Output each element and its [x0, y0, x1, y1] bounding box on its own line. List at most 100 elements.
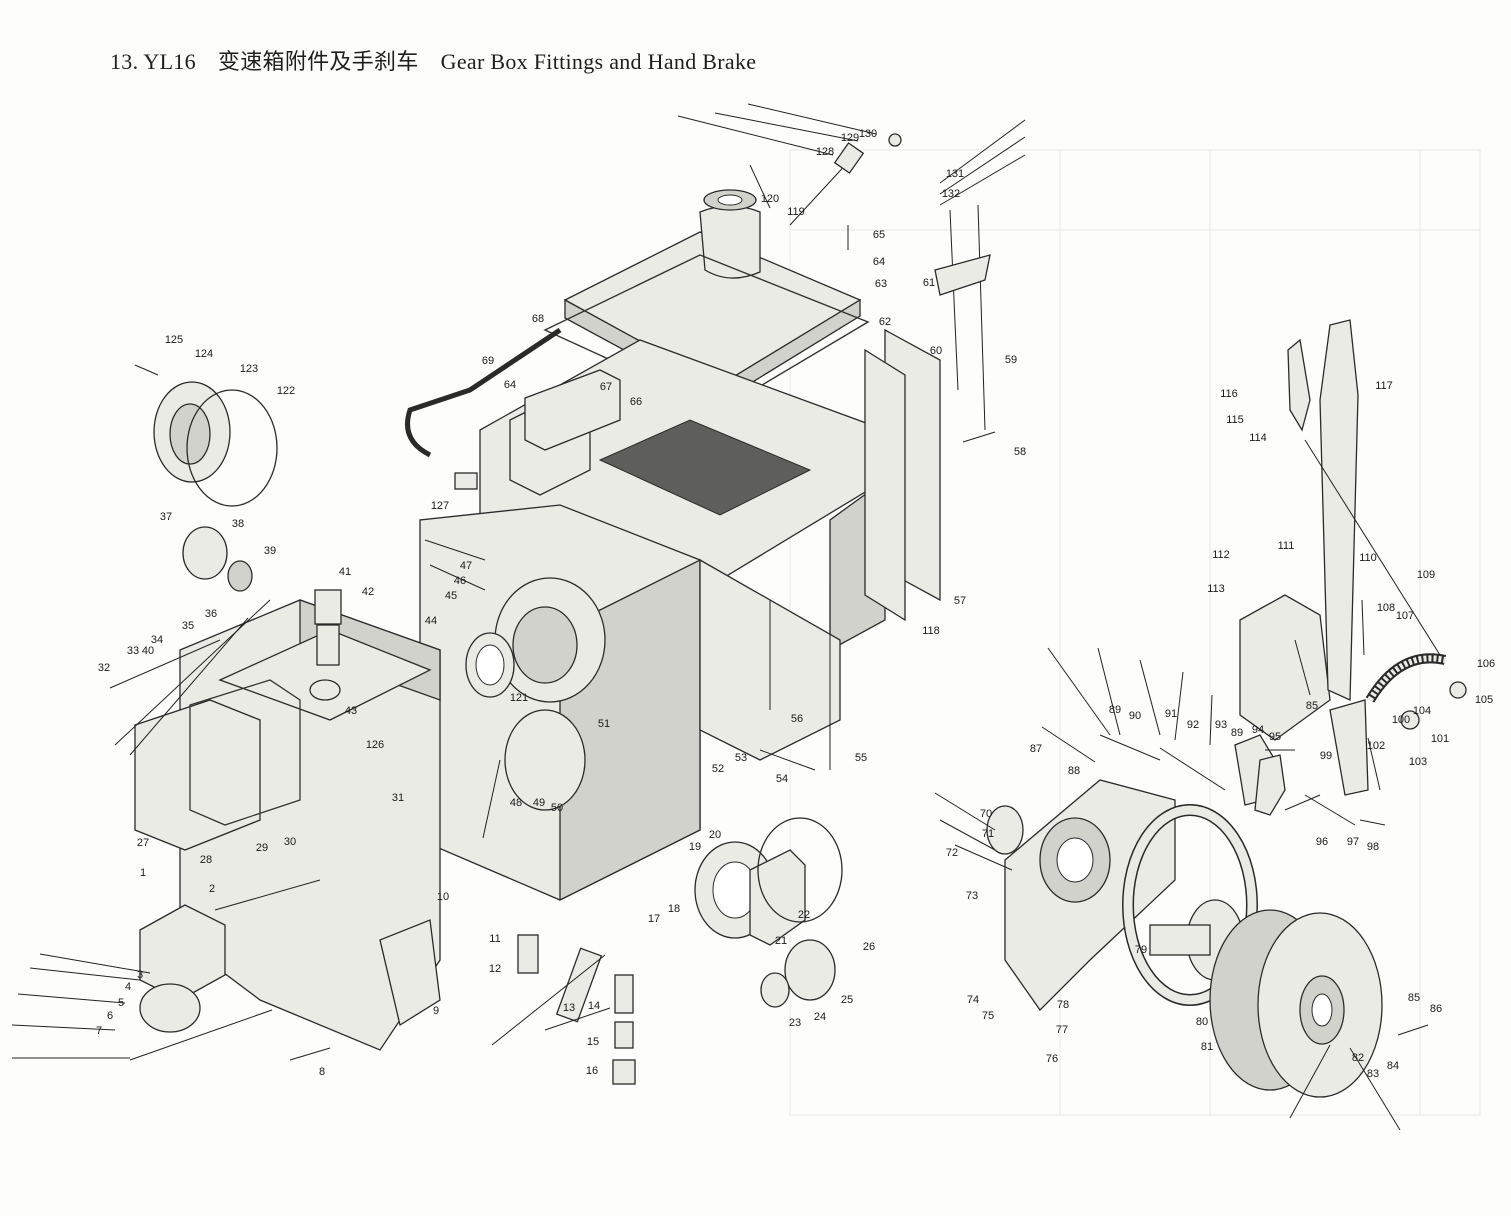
callout-102: 102 [1367, 740, 1385, 752]
callout-86: 86 [1430, 1003, 1442, 1015]
callout-67: 67 [600, 381, 612, 393]
callout-2: 2 [209, 883, 215, 895]
callout-88: 88 [1068, 765, 1080, 777]
callout-123: 123 [240, 363, 258, 375]
callout-112: 112 [1212, 549, 1230, 561]
callout-31: 31 [392, 792, 404, 804]
callout-22: 22 [798, 909, 810, 921]
callout-80: 80 [1196, 1016, 1208, 1028]
callout-97: 97 [1347, 836, 1359, 848]
callout-55: 55 [855, 752, 867, 764]
callout-9: 9 [433, 1005, 439, 1017]
callout-10: 10 [437, 891, 449, 903]
callout-83: 83 [1367, 1068, 1379, 1080]
callout-71: 71 [982, 828, 994, 840]
callout-29: 29 [256, 842, 268, 854]
callout-7: 7 [96, 1025, 102, 1037]
callout-85: 85 [1306, 700, 1318, 712]
callout-130: 130 [859, 128, 877, 140]
callout-52: 52 [712, 763, 724, 775]
leader-lines [11, 103, 1401, 1131]
callout-100: 100 [1392, 714, 1410, 726]
callout-14: 14 [588, 1000, 600, 1012]
callout-57: 57 [954, 595, 966, 607]
callout-62: 62 [879, 316, 891, 328]
callout-35: 35 [182, 620, 194, 632]
callout-121: 121 [510, 692, 528, 704]
callout-42: 42 [362, 586, 374, 598]
callout-90: 90 [1129, 710, 1141, 722]
callout-56: 56 [791, 713, 803, 725]
callout-82: 82 [1352, 1052, 1364, 1064]
callout-93: 93 [1215, 719, 1227, 731]
callout-117: 117 [1375, 380, 1393, 392]
callout-46: 46 [454, 575, 466, 587]
callout-89: 89 [1231, 727, 1243, 739]
callout-89: 89 [1109, 704, 1121, 716]
callout-63: 63 [875, 278, 887, 290]
callout-95: 95 [1269, 731, 1281, 743]
callout-37: 37 [160, 511, 172, 523]
callout-50: 50 [551, 802, 563, 814]
callout-64: 64 [873, 256, 885, 268]
callout-77: 77 [1056, 1024, 1068, 1036]
callout-105: 105 [1475, 694, 1493, 706]
callout-115: 115 [1226, 414, 1244, 426]
callout-32: 32 [98, 662, 110, 674]
callout-18: 18 [668, 903, 680, 915]
callout-66: 66 [630, 396, 642, 408]
callout-6: 6 [107, 1010, 113, 1022]
callout-24: 24 [814, 1011, 826, 1023]
callout-72: 72 [946, 847, 958, 859]
callout-76: 76 [1046, 1053, 1058, 1065]
callout-19: 19 [689, 841, 701, 853]
callout-39: 39 [264, 545, 276, 557]
callout-65: 65 [873, 229, 885, 241]
callout-26: 26 [863, 941, 875, 953]
callout-16: 16 [586, 1065, 598, 1077]
callout-109: 109 [1417, 569, 1435, 581]
title-number: 13. YL16 [110, 49, 196, 74]
callout-111: 111 [1278, 540, 1295, 552]
callout-94: 94 [1252, 724, 1264, 736]
callout-78: 78 [1057, 999, 1069, 1011]
callout-96: 96 [1316, 836, 1328, 848]
callout-60: 60 [930, 345, 942, 357]
gear-box-assembly [109, 133, 996, 1085]
callout-119: 119 [787, 206, 805, 218]
callout-45: 45 [445, 590, 457, 602]
callout-30: 30 [284, 836, 296, 848]
callout-47: 47 [460, 560, 472, 572]
callout-131: 131 [946, 168, 964, 180]
callout-49: 49 [533, 797, 545, 809]
callout-122: 122 [277, 385, 295, 397]
callout-70: 70 [980, 808, 992, 820]
callout-99: 99 [1320, 750, 1332, 762]
callout-126: 126 [366, 739, 384, 751]
callout-69: 69 [482, 355, 494, 367]
callout-11: 11 [489, 933, 500, 945]
callout-53: 53 [735, 752, 747, 764]
callout-132: 132 [942, 188, 960, 200]
callout-85: 85 [1408, 992, 1420, 1004]
hand-brake-assembly [986, 319, 1467, 1098]
callout-25: 25 [841, 994, 853, 1006]
callout-101: 101 [1431, 733, 1449, 745]
callout-41: 41 [339, 566, 351, 578]
callout-120: 120 [761, 193, 779, 205]
callout-1: 1 [140, 867, 146, 879]
callout-8: 8 [319, 1066, 325, 1078]
callout-108: 108 [1377, 602, 1395, 614]
callout-106: 106 [1477, 658, 1495, 670]
callout-127: 127 [431, 500, 449, 512]
callout-104: 104 [1413, 705, 1431, 717]
callout-116: 116 [1220, 388, 1238, 400]
callout-87: 87 [1030, 743, 1042, 755]
callout-34: 34 [151, 634, 163, 646]
title-chinese: 变速箱附件及手刹车 [217, 49, 419, 74]
callout-75: 75 [982, 1010, 994, 1022]
callout-128: 128 [816, 146, 834, 158]
